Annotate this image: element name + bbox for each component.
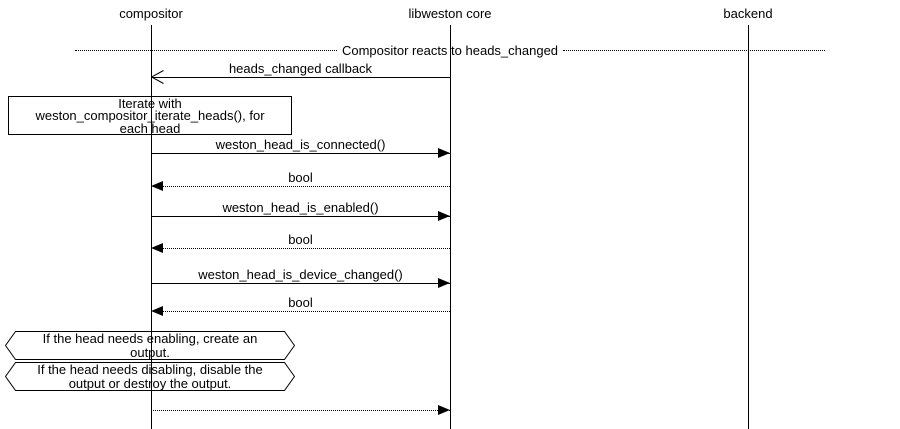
lifeline-compositor [151, 25, 152, 429]
divider-label: Compositor reacts to heads_changed [341, 43, 559, 58]
message-line-bool-3 [151, 311, 450, 312]
message-line-bool-1 [151, 186, 450, 187]
participant-backend: backend [723, 6, 773, 21]
message-line-final [151, 410, 450, 411]
open-arrowhead-left-icon [151, 70, 164, 84]
message-line-weston-head-is-device-changed [151, 283, 450, 284]
message-label-bool-1: bool [288, 170, 313, 185]
message-line-heads-changed-callback [151, 77, 450, 78]
message-label-bool-3: bool [288, 295, 313, 310]
message-label-heads-changed-callback: heads_changed callback [228, 61, 373, 76]
filled-arrowhead-right-icon [438, 278, 450, 288]
condition-enable-output: If the head needs enabling, create an ou… [5, 331, 295, 360]
condition-enable-output-text: If the head needs enabling, create an ou… [42, 331, 258, 360]
message-line-weston-head-is-connected [151, 153, 450, 154]
message-label-weston-head-is-enabled: weston_head_is_enabled() [222, 200, 379, 215]
filled-arrowhead-right-icon [438, 211, 450, 221]
message-label-bool-2: bool [288, 232, 313, 247]
filled-arrowhead-left-icon [151, 306, 163, 316]
hexagon-outline [5, 331, 295, 360]
filled-arrowhead-left-icon [151, 181, 163, 191]
message-line-bool-2 [151, 248, 450, 249]
lifeline-backend [748, 25, 749, 429]
condition-disable-output: If the head needs disabling, disable the… [5, 362, 295, 391]
condition-disable-output-text: If the head needs disabling, disable the… [37, 362, 263, 391]
divider-line-right [563, 50, 825, 51]
divider-line-left [75, 50, 337, 51]
participant-compositor: compositor [119, 6, 183, 21]
note-iterate-heads: Iterate with weston_compositor_iterate_h… [8, 96, 292, 135]
filled-arrowhead-left-icon [151, 243, 163, 253]
message-label-weston-head-is-connected: weston_head_is_connected() [215, 137, 386, 152]
hexagon-outline [5, 362, 295, 391]
filled-arrowhead-right-icon [438, 148, 450, 158]
filled-arrowhead-right-icon [438, 405, 450, 415]
lifeline-libweston-core [450, 25, 451, 429]
participant-libweston-core: libweston core [408, 6, 492, 21]
message-line-weston-head-is-enabled [151, 216, 450, 217]
message-label-weston-head-is-device-changed: weston_head_is_device_changed() [198, 267, 403, 282]
